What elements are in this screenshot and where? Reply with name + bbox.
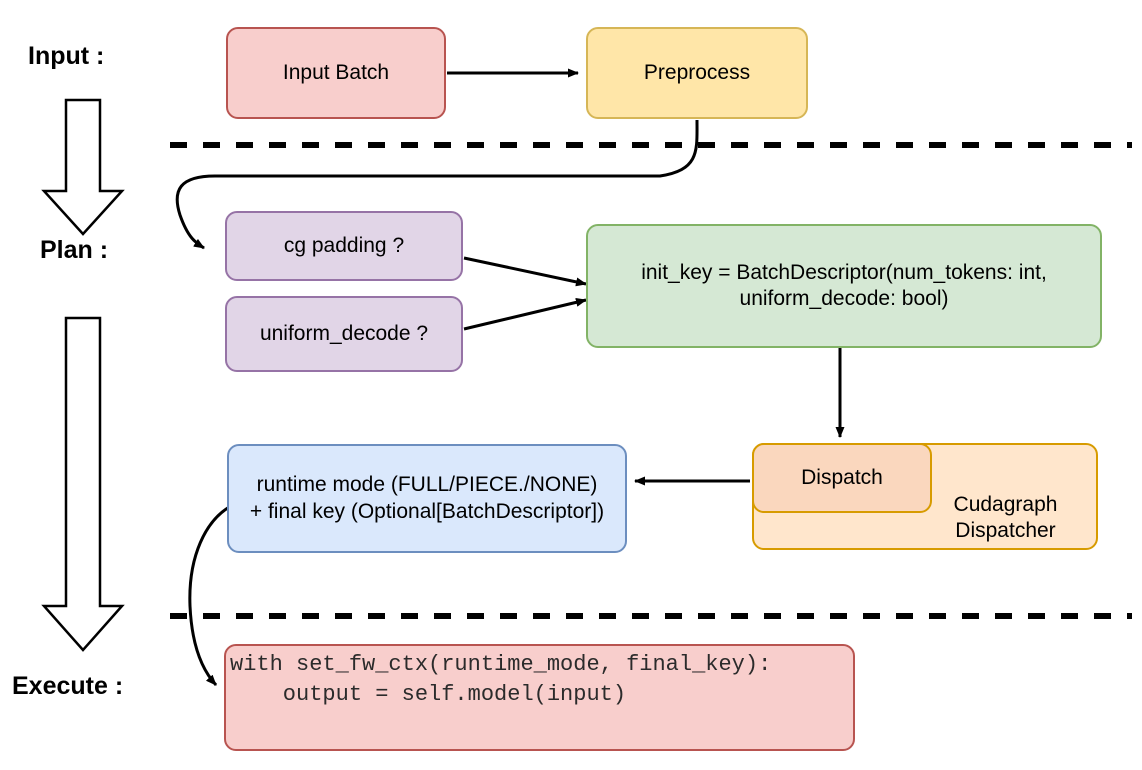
node-dispatch[interactable]: Dispatch: [752, 443, 932, 513]
node-dispatch-label: Dispatch: [801, 465, 883, 489]
edge-cg-padding-to-init-key: [463, 256, 587, 287]
node-init-key[interactable]: init_key = BatchDescriptor(num_tokens: i…: [586, 224, 1102, 348]
node-input-batch[interactable]: Input Batch: [226, 27, 446, 119]
stage-arrow-plan-to-execute: [41, 316, 125, 652]
node-code-line1: with set_fw_ctx(runtime_mode, final_key)…: [230, 652, 772, 677]
node-runtime-mode[interactable]: runtime mode (FULL/PIECE./NONE) + final …: [227, 444, 627, 553]
node-uniform-decode-label: uniform_decode ?: [259, 321, 429, 345]
stage-label-plan: Plan :: [40, 236, 109, 264]
node-runtime-mode-line2: + final key (Optional[BatchDescriptor]): [249, 499, 605, 523]
node-uniform-decode[interactable]: uniform_decode ?: [225, 296, 463, 372]
node-cudagraph-dispatcher-line1: Cudagraph: [953, 492, 1058, 516]
stage-arrow-input-to-plan: [41, 98, 125, 236]
stage-label-input: Input :: [28, 42, 105, 70]
node-cudagraph-dispatcher-line2: Dispatcher: [955, 518, 1056, 542]
node-runtime-mode-line1: runtime mode (FULL/PIECE./NONE): [256, 473, 598, 497]
node-init-key-line1: init_key = BatchDescriptor(num_tokens: i…: [641, 260, 1047, 284]
edge-uniform-decode-to-init-key: [463, 297, 587, 331]
node-cg-padding[interactable]: cg padding ?: [225, 211, 463, 281]
node-code-line2: output = self.model(input): [230, 681, 627, 707]
node-input-batch-label: Input Batch: [282, 60, 390, 84]
stage-label-execute: Execute :: [12, 672, 124, 700]
node-preprocess[interactable]: Preprocess: [586, 27, 808, 119]
node-preprocess-label: Preprocess: [643, 60, 751, 84]
node-cg-padding-label: cg padding ?: [283, 233, 405, 257]
node-code-block[interactable]: with set_fw_ctx(runtime_mode, final_key)…: [224, 644, 855, 751]
node-init-key-line2: uniform_decode: bool): [739, 287, 949, 310]
